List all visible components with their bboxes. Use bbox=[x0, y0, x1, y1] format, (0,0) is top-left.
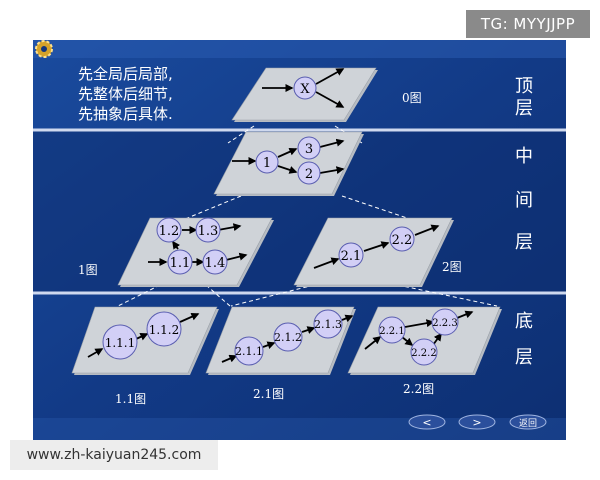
node-2-1-2-label: 2.1.2 bbox=[274, 331, 302, 344]
arrow bbox=[301, 326, 316, 334]
arrow bbox=[221, 354, 238, 363]
node-2-2-label: 2.2 bbox=[392, 233, 413, 248]
arrow bbox=[225, 252, 248, 261]
node-1-3-label: 1.3 bbox=[198, 224, 219, 239]
arrow bbox=[277, 147, 298, 158]
node-2-1-3-label: 2.1.3 bbox=[314, 318, 342, 331]
title-bar bbox=[33, 40, 566, 58]
node-1-4 bbox=[202, 249, 228, 275]
principle-line-3: 先抽象后具体. bbox=[78, 105, 173, 123]
arrow bbox=[363, 241, 390, 252]
arrow bbox=[262, 341, 276, 349]
diagram-fig1: 1.2 1.3 1.1 1.4 bbox=[117, 217, 274, 287]
diagram-fig2-1: 2.1.1 2.1.2 2.1.3 bbox=[205, 306, 356, 375]
arrow bbox=[315, 91, 345, 108]
layer-mid-char-1: 中 bbox=[515, 146, 533, 167]
arrow bbox=[179, 312, 200, 323]
back-button[interactable]: 返回 bbox=[509, 414, 547, 430]
node-x bbox=[293, 76, 317, 100]
plane bbox=[117, 217, 273, 286]
node-2-1-1 bbox=[234, 336, 264, 366]
arrow bbox=[401, 336, 414, 346]
layer-mid-char-3: 层 bbox=[515, 232, 533, 253]
diagram-fig1-1: 1.1.1 1.1.2 bbox=[71, 306, 219, 375]
diagram-fig0: X bbox=[231, 67, 378, 122]
node-2-label: 2 bbox=[305, 167, 313, 182]
arrow bbox=[277, 165, 298, 174]
prev-button[interactable]: < bbox=[408, 414, 446, 430]
arrow bbox=[135, 333, 149, 341]
caption-fig1-1: 1.1图 bbox=[115, 392, 146, 406]
node-1-1 bbox=[167, 249, 193, 275]
diagram-fig-mid: 1 3 2 bbox=[213, 131, 364, 196]
node-2-2-1 bbox=[378, 316, 406, 344]
node-2-2-3-label: 2.2.3 bbox=[432, 318, 457, 329]
caption-fig2-2: 2.2图 bbox=[403, 382, 434, 396]
node-2-1-label: 2.1 bbox=[341, 249, 362, 264]
arrow bbox=[456, 310, 474, 319]
arrow bbox=[432, 332, 442, 346]
back-label: 返回 bbox=[519, 417, 537, 429]
node-2-1-2 bbox=[273, 322, 303, 352]
node-1-label: 1 bbox=[263, 156, 271, 171]
decomposition-connectors bbox=[117, 125, 498, 307]
node-1-1-2-label: 1.1.2 bbox=[149, 323, 180, 337]
node-2-2-3 bbox=[431, 308, 459, 336]
node-1 bbox=[255, 150, 279, 174]
node-2 bbox=[297, 161, 321, 185]
arrow bbox=[319, 138, 345, 148]
prev-label: < bbox=[422, 416, 431, 429]
node-2-2-2 bbox=[410, 338, 438, 366]
node-x-label: X bbox=[300, 82, 310, 97]
diagram-fig2: 2.1 2.2 bbox=[293, 217, 454, 287]
node-1-1-1 bbox=[102, 324, 138, 360]
caption-fig1: 1图 bbox=[78, 263, 98, 277]
caption-fig2: 2图 bbox=[442, 260, 462, 274]
layer-top-char-2: 层 bbox=[515, 98, 533, 119]
arrow bbox=[313, 257, 340, 269]
node-3 bbox=[297, 136, 321, 160]
caption-fig0: 0图 bbox=[402, 91, 422, 105]
layer-mid-char-2: 间 bbox=[515, 190, 533, 211]
node-2-2 bbox=[389, 226, 415, 252]
node-2-1-3 bbox=[313, 309, 343, 339]
arrow bbox=[364, 336, 382, 350]
principle-line-1: 先全局后局部, bbox=[78, 65, 173, 83]
node-1-4-label: 1.4 bbox=[205, 256, 226, 271]
node-1-1-1-label: 1.1.1 bbox=[105, 336, 136, 350]
node-2-2-1-label: 2.2.1 bbox=[379, 326, 404, 337]
layer-bottom-char-2: 层 bbox=[515, 347, 533, 368]
diagram-fig2-2: 2.2.1 2.2.3 2.2.2 bbox=[347, 306, 502, 375]
layer-bottom-char-1: 底 bbox=[515, 311, 533, 332]
next-button[interactable]: > bbox=[458, 414, 496, 430]
principle-line-2: 先整体后细节, bbox=[78, 85, 173, 103]
node-1-1-label: 1.1 bbox=[170, 256, 191, 271]
plane bbox=[213, 131, 363, 195]
node-1-2 bbox=[156, 217, 182, 243]
arrow bbox=[341, 314, 354, 323]
caption-fig2-1: 2.1图 bbox=[253, 387, 284, 401]
next-label: > bbox=[472, 416, 481, 429]
website-watermark: www.zh-kaiyuan245.com bbox=[10, 440, 218, 470]
arrow bbox=[414, 224, 440, 236]
node-1-1-2 bbox=[146, 311, 182, 347]
layer-top-char-1: 顶 bbox=[515, 76, 533, 97]
node-1-3 bbox=[195, 217, 221, 243]
arrow bbox=[315, 68, 345, 85]
node-2-1 bbox=[338, 242, 364, 268]
node-1-2-label: 1.2 bbox=[159, 224, 180, 239]
arrow bbox=[87, 348, 104, 358]
arrow bbox=[404, 319, 435, 328]
arrow bbox=[172, 240, 181, 250]
node-2-1-1-label: 2.1.1 bbox=[235, 345, 263, 358]
watermark-badge: TG: MYYJJPP bbox=[466, 10, 590, 38]
arrow bbox=[217, 223, 242, 232]
arrow bbox=[319, 166, 345, 175]
node-2-2-2-label: 2.2.2 bbox=[411, 348, 436, 359]
gear-icon bbox=[35, 40, 53, 58]
node-3-label: 3 bbox=[305, 142, 313, 157]
